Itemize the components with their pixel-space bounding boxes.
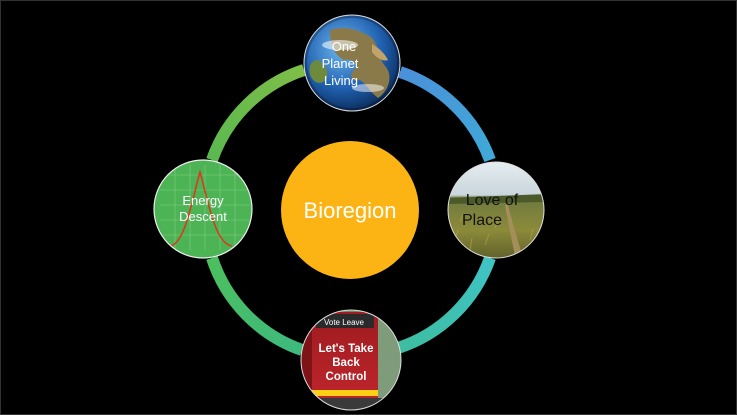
ring-arc-top-right <box>398 66 496 163</box>
right-node-label-line1: Love of <box>466 192 519 209</box>
right-node-label-line2: Place <box>462 212 502 229</box>
top-node-label-line1: One <box>332 39 357 54</box>
top-node-label-line3: Living <box>324 73 358 88</box>
cycle-ring <box>206 64 496 356</box>
earth-globe-image <box>304 15 400 111</box>
ring-arc-bottom-right <box>396 255 496 354</box>
ring-arc-bottom-left <box>206 256 305 356</box>
node-bus: Vote Leave Let's Take Back Control <box>300 309 402 411</box>
top-node-label-line2: Planet <box>322 56 359 71</box>
ring-arc-top-left <box>206 64 306 163</box>
node-love-of-place: Love of Place <box>447 161 545 259</box>
left-node-border <box>153 159 253 259</box>
grass-field-image <box>448 162 544 258</box>
center-node: Bioregion <box>281 141 419 279</box>
left-node-label-line2: Descent <box>179 209 227 224</box>
top-node-border <box>303 14 401 112</box>
bus-slogan-line2: Back <box>332 357 360 369</box>
bell-curve-graph-image <box>154 160 252 258</box>
center-circle <box>281 141 419 279</box>
bottom-node-border <box>300 309 402 411</box>
bus-header-text: Vote Leave <box>324 318 365 327</box>
node-energy-descent: Energy Descent <box>153 159 253 259</box>
vote-leave-bus-image <box>301 310 401 410</box>
bus-slogan-line3: Control <box>326 371 367 383</box>
node-one-planet-living: One Planet Living <box>303 14 401 112</box>
left-node-label-line1: Energy <box>182 193 224 208</box>
bus-slogan-line1: Let's Take <box>319 343 374 355</box>
center-label: Bioregion <box>304 198 397 223</box>
right-node-border <box>447 161 545 259</box>
